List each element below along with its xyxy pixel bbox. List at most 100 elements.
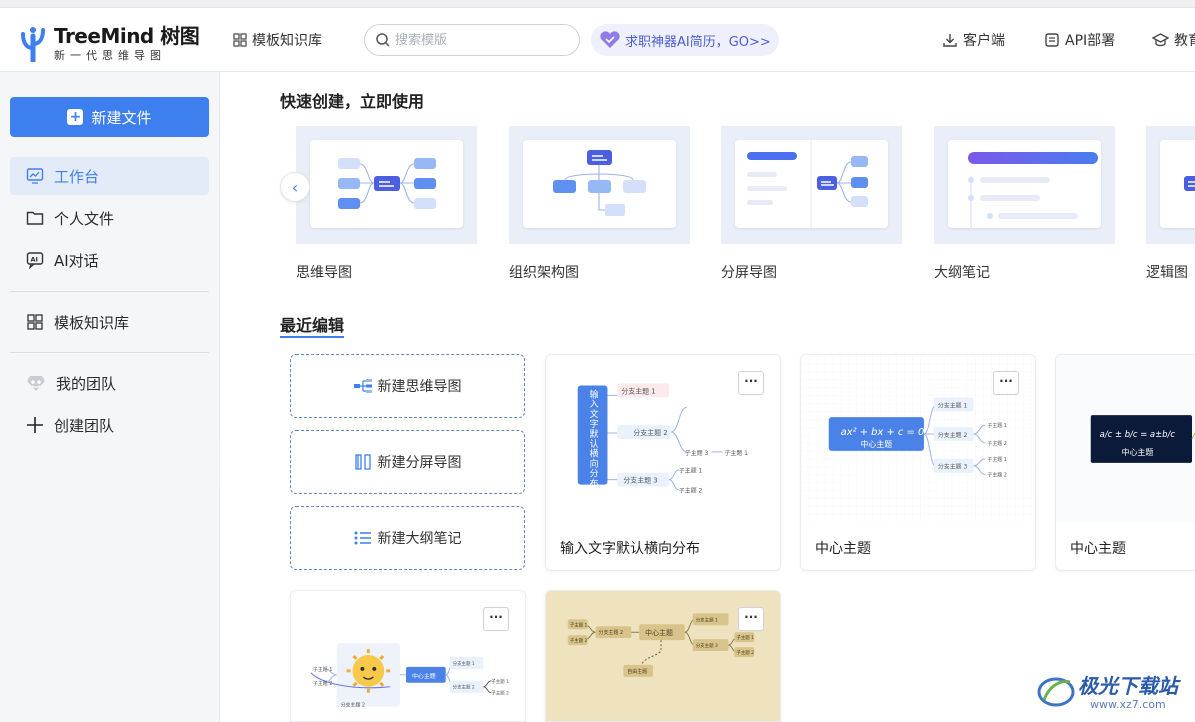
new-mindmap-button[interactable]: 新建思维导图 [290, 354, 525, 418]
thumb-root-text: 输入文字默认横向分布 [588, 388, 598, 488]
sidebar-item-ai-chat[interactable]: AI AI对话 [10, 241, 209, 279]
org-chart-preview-icon [553, 150, 646, 216]
graduation-cap-icon [1152, 33, 1169, 47]
sidebar-item-label: 工作台 [54, 167, 100, 186]
thumb-sub-text: 子主题 3 [685, 449, 709, 457]
logic-chart-preview-icon [1184, 176, 1195, 191]
thumb-sub-text: 子主题 1 [736, 634, 754, 641]
sidebar-item-personal-files[interactable]: 个人文件 [10, 199, 209, 237]
promo-banner[interactable]: 求职神器AI简历，GO>> [591, 24, 779, 56]
thumb-formula-text: ax² + bx + c = 0 [841, 427, 925, 438]
thumb-branch-text: 分支主题 2 [453, 684, 475, 691]
recent-file-card[interactable]: 中心主题 分支主题 2 子主题 1 子主题 2 分支主题 1 分支主题 3 子主… [545, 590, 781, 722]
thumb-sub-text: 子主题 1 [987, 422, 1007, 429]
template-logic-chart[interactable] [1146, 126, 1195, 244]
recent-file-name: 中心主题 [815, 541, 871, 557]
thumb-sub-text: 子主题 1 [724, 449, 748, 457]
mindmap-thumbnail: 中心主题 分支主题 2 子主题 1 子主题 2 分支主题 1 分支主题 3 子主… [546, 591, 780, 721]
sidebar-item-templates[interactable]: 模板知识库 [10, 303, 209, 341]
template-label: 组织架构图 [509, 265, 579, 281]
template-mindmap[interactable] [296, 126, 477, 244]
team-icon [27, 376, 45, 391]
recent-file-name: 中心主题 [1070, 541, 1126, 557]
mindmap-preview-icon [338, 158, 436, 209]
sidebar-item-my-team[interactable]: 我的团队 [10, 364, 209, 402]
header-client-label: 客户端 [963, 33, 1005, 49]
header-templates-label: 模板知识库 [252, 33, 322, 49]
heart-badge-icon [600, 31, 620, 48]
carousel-prev-button[interactable]: ‹ [280, 172, 310, 202]
logo-slogan: 新一代思维导图 [54, 49, 166, 62]
header-client-link[interactable]: 客户端 [942, 30, 1005, 50]
sidebar-item-label: AI对话 [54, 251, 99, 270]
top-header: TreeMind 树图 新一代思维导图 模板知识库 求职神器AI简历，GO>> … [0, 8, 1195, 72]
sidebar-divider [10, 352, 209, 353]
thumb-root-text: 中心主题 [412, 672, 436, 680]
search-box[interactable] [364, 24, 580, 56]
recent-file-card[interactable]: a/c ± b/c = a±b/c 中心主题 中心主题 [1055, 354, 1195, 571]
outline-preview-icon [968, 152, 1098, 228]
header-edu-link[interactable]: 教育 [1152, 30, 1195, 50]
thumb-float-text: 自由主题 [627, 668, 647, 675]
thumb-sub-text: 子主题 2 [987, 472, 1007, 479]
thumb-branch-text: 分支主题 2 [341, 702, 365, 709]
plus-icon: + [67, 109, 84, 125]
header-api-label: API部署 [1065, 33, 1116, 49]
new-split-screen-button[interactable]: 新建分屏导图 [290, 430, 525, 494]
more-options-button[interactable]: ··· [738, 607, 764, 631]
new-file-button[interactable]: + 新建文件 [10, 97, 209, 137]
mindmap-thumbnail: 输入文字默认横向分布 分支主题 1 分支主题 2 分支主题 3 子主题 3 子主… [577, 383, 748, 495]
sidebar-item-create-team[interactable]: 创建团队 [10, 406, 209, 444]
watermark-text: 极光下载站 [1078, 674, 1178, 698]
new-split-screen-label: 新建分屏导图 [377, 455, 462, 471]
thumb-sub-text: 子主题 2 [313, 680, 333, 687]
thumb-sub-text: 子主题 2 [987, 440, 1007, 447]
grid-icon [233, 33, 247, 47]
more-options-button[interactable]: ··· [738, 371, 764, 395]
list-icon [354, 531, 371, 545]
watermark-url: www.xz7.com [1090, 698, 1166, 711]
logo[interactable]: TreeMind 树图 新一代思维导图 [18, 20, 200, 62]
more-options-button[interactable]: ··· [993, 371, 1019, 395]
thumb-branch-text: 分支主题 1 [453, 660, 475, 667]
thumb-sub-text: 子主题 1 [987, 456, 1007, 463]
window-top-strip [0, 0, 1195, 8]
recent-file-card[interactable]: 输入文字默认横向分布 分支主题 1 分支主题 2 分支主题 3 子主题 3 子主… [545, 354, 781, 571]
split-screen-icon [354, 454, 371, 470]
download-icon [943, 34, 957, 47]
template-org-chart[interactable] [509, 126, 690, 244]
thumb-sub-text: 子主题 1 [570, 621, 588, 628]
header-api-link[interactable]: API部署 [1044, 30, 1115, 50]
mindmap-thumbnail: a/c ± b/c = a±b/c 中心主题 [1056, 355, 1195, 523]
thumb-root-text: 中心主题 [1122, 447, 1154, 457]
ai-chat-icon: AI [26, 252, 44, 269]
more-options-button[interactable]: ··· [483, 607, 509, 631]
thumb-sub-text: 子主题 1 [679, 467, 703, 475]
logo-name: TreeMind 树图 [54, 24, 200, 48]
recent-tab-underline [280, 336, 344, 338]
treemind-logo-icon [21, 27, 45, 62]
server-icon [1045, 33, 1059, 47]
monitor-icon [26, 168, 44, 184]
header-templates-link[interactable]: 模板知识库 [233, 30, 322, 50]
recent-edits-title: 最近编辑 [280, 316, 345, 335]
main-content: 快速创建，立即使用 [220, 72, 1195, 722]
split-screen-preview-icon [747, 140, 868, 228]
recent-file-card[interactable]: ax² + bx + c = 0 中心主题 分支主题 1 分支主题 2 分支主题… [800, 354, 1036, 571]
template-label: 分屏导图 [721, 265, 777, 281]
thumb-branch-text: 分支主题 1 [696, 616, 718, 623]
thumb-branch-text: 分支主题 2 [599, 629, 623, 636]
sidebar-item-workbench[interactable]: 工作台 [10, 157, 209, 195]
template-label: 思维导图 [296, 265, 352, 281]
recent-file-card[interactable]: 子主题 1 子主题 2 分支主题 2 中心主题 分支主题 1 分支主题 2 子主… [290, 590, 526, 722]
thumb-sub-text: 子主题 2 [570, 637, 588, 644]
new-outline-button[interactable]: 新建大纲笔记 [290, 506, 525, 570]
template-split-screen[interactable] [721, 126, 902, 244]
thumb-sub-text: 子主题 1 [491, 678, 509, 685]
thumb-branch-text: 分支主题 2 [938, 431, 968, 439]
sidebar-divider [10, 291, 209, 292]
search-input[interactable] [395, 32, 565, 48]
template-outline-notes[interactable] [934, 126, 1115, 244]
watermark-logo-icon [1037, 677, 1075, 707]
sidebar-item-label: 我的团队 [56, 374, 117, 393]
